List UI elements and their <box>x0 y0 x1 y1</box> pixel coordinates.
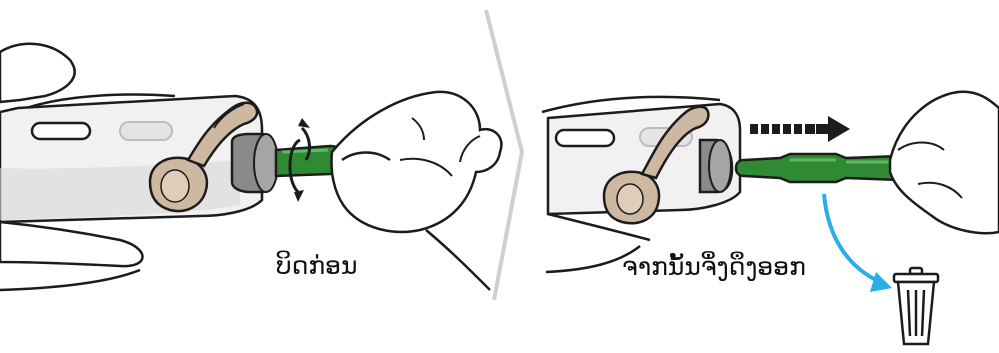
window-slot-1 <box>32 123 90 139</box>
step-1-panel <box>0 44 501 290</box>
left-hand-upper <box>0 44 75 102</box>
step-2-panel <box>542 92 999 344</box>
step-1-caption: ບິດກ່ອນ <box>276 253 357 278</box>
pull-arrow-icon <box>750 116 850 142</box>
right-hand-twist <box>332 92 502 232</box>
window-slot-3 <box>556 130 614 146</box>
window-slot-2 <box>120 122 172 140</box>
step-2-caption: ຈາກນັ້ນຈຶ່ງດຶງອອກ <box>622 254 806 279</box>
right-hand-pull <box>890 92 999 233</box>
discard-arrow-icon <box>824 194 892 292</box>
trash-bin-icon <box>894 268 938 344</box>
left-hand-lower <box>0 222 143 266</box>
